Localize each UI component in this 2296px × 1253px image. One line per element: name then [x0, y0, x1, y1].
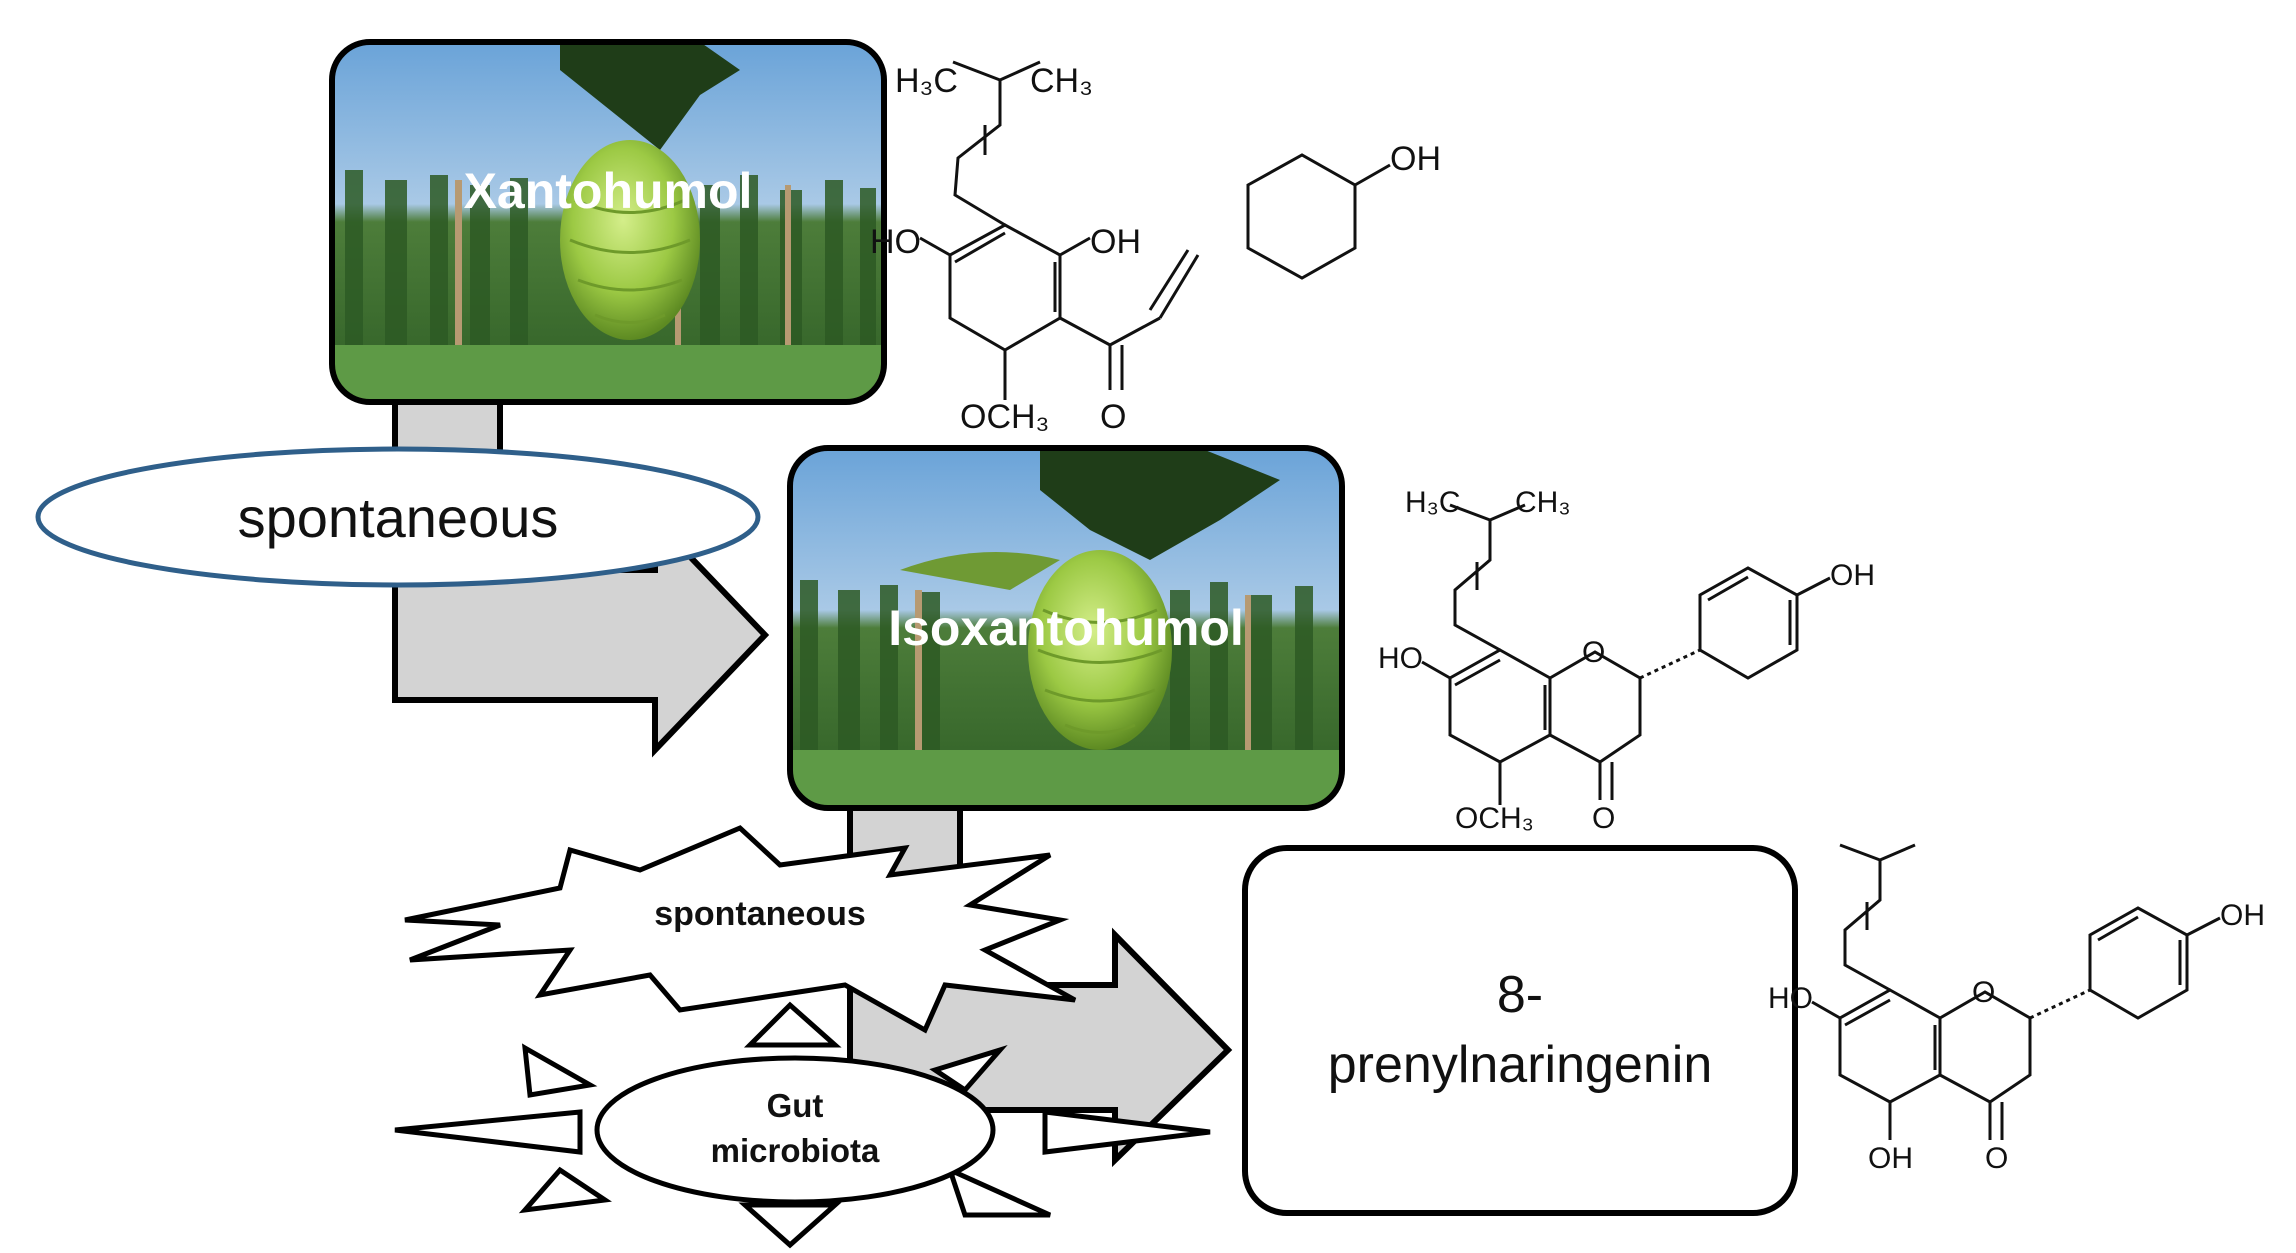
- ray-bottom-right: [945, 1165, 1052, 1218]
- structure-xanthohumol: [919, 60, 1391, 400]
- s2-oh-left: HO: [1378, 642, 1423, 675]
- s1-methyl-left: H₃C: [895, 62, 958, 100]
- s3-oh-right: OH: [2220, 899, 2265, 932]
- ray-bottom: [738, 1202, 842, 1249]
- s2-och3: OCH₃: [1455, 802, 1534, 835]
- s1-oh-right: OH: [1390, 140, 1441, 178]
- s2-oh-right: OH: [1830, 559, 1875, 592]
- gut-label-line2: microbiota: [711, 1132, 880, 1169]
- isoxanthohumol-box: Isoxantohumol: [787, 445, 1345, 811]
- step2-starburst: spontaneous: [404, 825, 1077, 1034]
- xanthohumol-label: Xantohumol: [464, 163, 753, 219]
- xanthohumol-box: Xantohumol: [329, 39, 887, 405]
- s1-oh-mid: OH: [1090, 223, 1141, 261]
- step1-label: spontaneous: [238, 486, 559, 549]
- s1-oh-left: HO: [870, 223, 921, 261]
- hop-photo-2: [790, 448, 1342, 808]
- s2-methyl-right: CH₃: [1515, 486, 1571, 519]
- prenylnaringenin-line2: prenylnaringenin: [1328, 1036, 1713, 1094]
- isoxanthohumol-label: Isoxantohumol: [888, 600, 1244, 656]
- s3-oh-left: HO: [1768, 982, 1813, 1015]
- ray-left: [394, 1109, 583, 1155]
- s1-och3: OCH₃: [960, 398, 1049, 436]
- structure3-labels: HO O OH OH O: [1768, 899, 2265, 1175]
- step2-label: spontaneous: [654, 895, 866, 933]
- structure1-labels: H₃C CH₃ HO OH OH OCH₃ O: [870, 62, 1441, 436]
- hop-photo-1: [332, 42, 884, 402]
- ray-bottom-left: [518, 1166, 612, 1214]
- gut-ellipse: [594, 1055, 996, 1205]
- ray-right: [1042, 1109, 1211, 1155]
- prenylnaringenin-line1: 8-: [1497, 966, 1543, 1024]
- s1-methyl-right: CH₃: [1030, 62, 1093, 100]
- gut-label-line1: Gut: [767, 1087, 824, 1124]
- prenylnaringenin-box: 8- prenylnaringenin: [1242, 845, 1798, 1216]
- s3-oh-bottom: OH: [1868, 1142, 1913, 1175]
- gut-microbiota-sun: [394, 1001, 1211, 1249]
- s3-carbonyl-o: O: [1985, 1142, 2008, 1175]
- ray-top-right: [929, 1045, 1008, 1094]
- s3-ring-o: O: [1972, 976, 1995, 1009]
- s2-methyl-left: H₃C: [1405, 486, 1461, 519]
- s2-ring-o: O: [1582, 636, 1605, 669]
- structure2-labels: H₃C CH₃ HO O OH OCH₃ O: [1378, 486, 1875, 835]
- ray-top: [743, 1001, 842, 1048]
- step1-ellipse: spontaneous: [35, 446, 761, 588]
- s2-carbonyl-o: O: [1592, 802, 1615, 835]
- ray-top-left: [521, 1043, 598, 1098]
- structure-8-prenylnaringenin: [1811, 843, 2221, 1140]
- s1-carbonyl-o: O: [1100, 398, 1126, 436]
- structure-isoxanthohumol: [1421, 503, 1831, 805]
